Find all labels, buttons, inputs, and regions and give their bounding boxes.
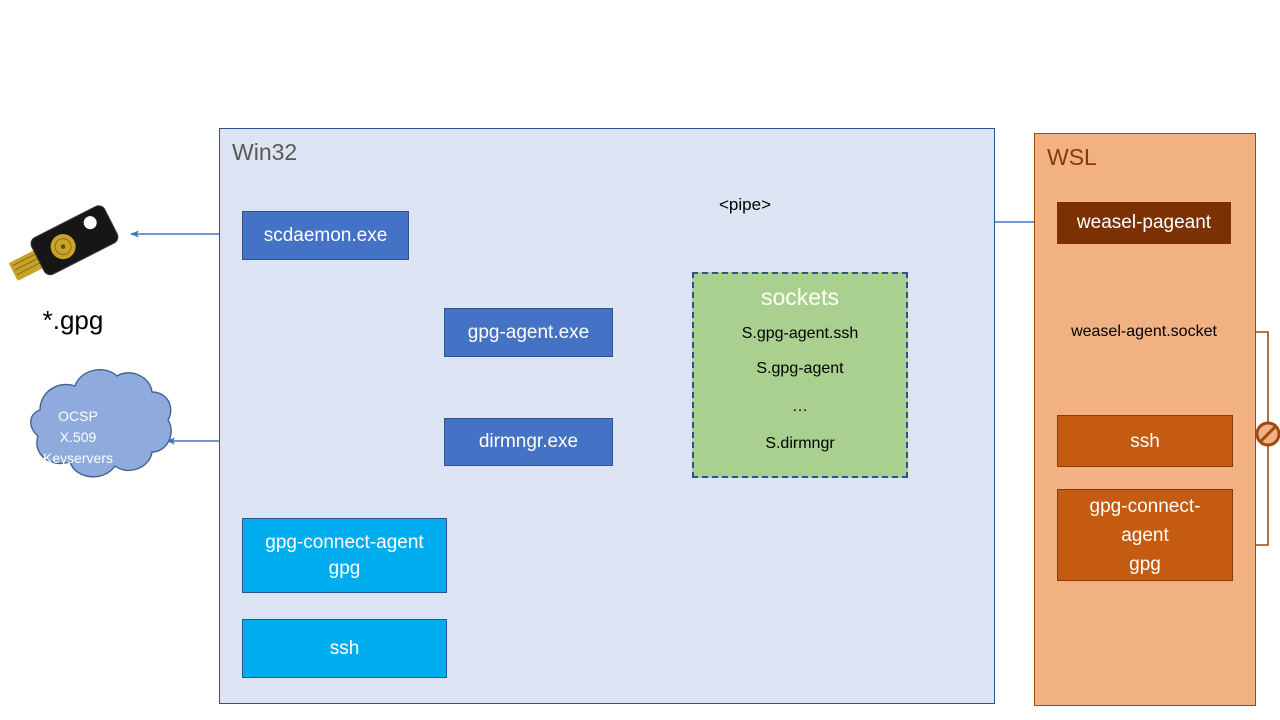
cloud-line-x509: X.509 <box>59 429 97 445</box>
process-box-scdaemon[interactable]: scdaemon.exe <box>242 211 409 260</box>
yubikey-icon <box>9 205 119 281</box>
process-label-dirmngr: dirmngr.exe <box>478 431 579 452</box>
process-box-dirmngr[interactable]: dirmngr.exe <box>444 418 613 466</box>
process-box-wsl-gpg-connect-agent[interactable]: gpg-connect- agent gpg <box>1057 489 1233 581</box>
process-label-gpg-agent: gpg-agent.exe <box>467 321 590 343</box>
socket-item-s-gpg-agent-ssh[interactable]: S.gpg-agent.ssh <box>741 325 859 342</box>
process-box-gpg-agent[interactable]: gpg-agent.exe <box>444 308 613 357</box>
sockets-group: sockets S.gpg-agent.ssh S.gpg-agent … S.… <box>692 272 908 478</box>
process-box-gpg-connect-agent[interactable]: gpg-connect-agent gpg <box>242 518 447 593</box>
process-box-weasel-pageant[interactable]: weasel-pageant <box>1057 202 1231 244</box>
process-label-wsl-gpg-connect-agent: gpg-connect- agent gpg <box>1089 495 1201 575</box>
socket-item-ellipsis: … <box>792 398 808 415</box>
socket-item-s-dirmngr[interactable]: S.dirmngr <box>765 435 835 452</box>
gpg-files-label: *.gpg <box>42 305 104 335</box>
panel-win32-title: Win32 <box>232 139 298 165</box>
process-label-wsl-ssh: ssh <box>1130 430 1160 452</box>
cloud-shape <box>30 368 172 478</box>
process-label-weasel-pageant: weasel-pageant <box>1076 212 1212 233</box>
process-box-wsl-ssh[interactable]: ssh <box>1057 415 1233 467</box>
process-label-scdaemon: scdaemon.exe <box>263 224 388 246</box>
process-box-ssh[interactable]: ssh <box>242 619 447 678</box>
process-label-gpg-connect-agent: gpg-connect-agent gpg <box>265 531 424 579</box>
process-label-ssh: ssh <box>329 637 360 659</box>
cloud-line-ocsp: OCSP <box>58 408 98 424</box>
cloud-line-keyservers: Keyservers <box>42 450 114 466</box>
panel-wsl-title: WSL <box>1047 144 1097 170</box>
sockets-title: sockets <box>761 284 839 310</box>
pipe-label: <pipe> <box>719 195 771 214</box>
wsl-socket-label: weasel-agent.socket <box>1071 323 1217 340</box>
socket-item-s-gpg-agent[interactable]: S.gpg-agent <box>756 360 844 377</box>
cloud-label: OCSP X.509 Keyservers <box>16 406 140 469</box>
no-entry-icon <box>1255 421 1280 447</box>
